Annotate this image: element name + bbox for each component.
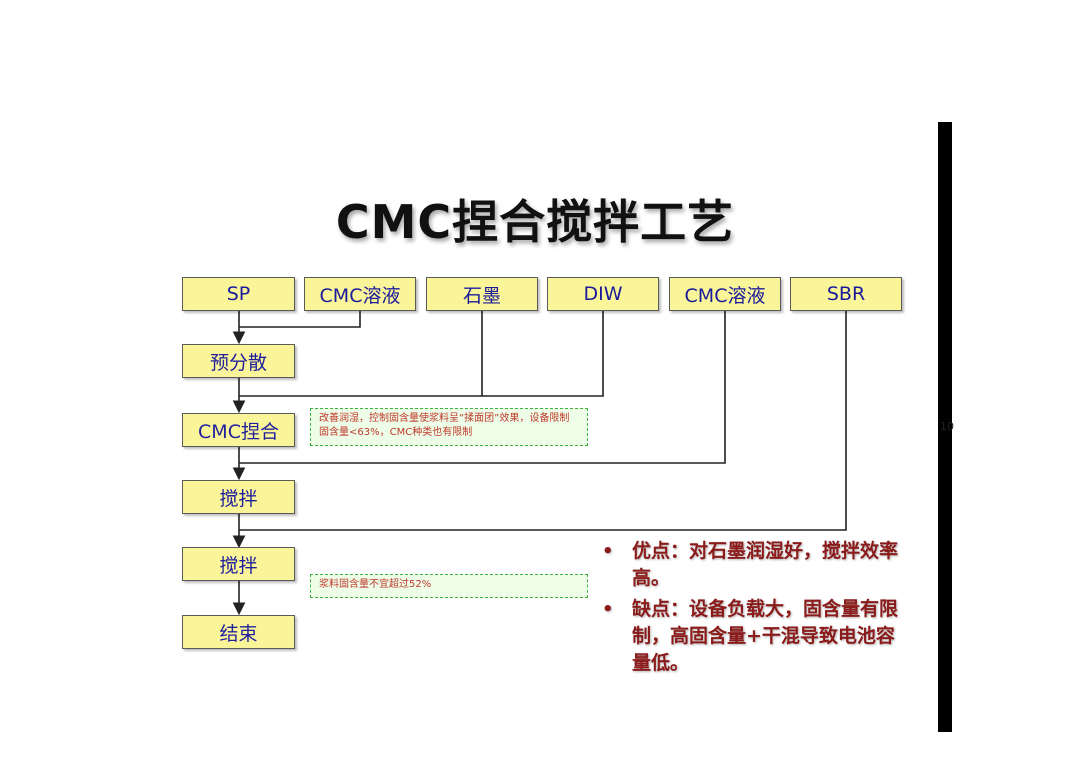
step-box-predisperse: 预分散 <box>182 344 295 378</box>
step-box-cmc-kneading: CMC捏合 <box>182 413 295 447</box>
slide-title: CMC捏合搅拌工艺 <box>335 195 735 249</box>
bullet-dot-icon: • <box>602 541 614 562</box>
input-box-sp: SP <box>182 277 295 311</box>
step-box-mix-1: 搅拌 <box>182 480 295 514</box>
solid-content-note: 浆料固含量不宜超过52% <box>310 574 588 598</box>
pros-text: 优点：对石墨润湿好，搅拌效率高。 <box>632 540 899 589</box>
input-box-sbr: SBR <box>790 277 902 311</box>
cons-text: 缺点：设备负载大，固含量有限制，高固含量+干混导致电池容量低。 <box>632 598 899 674</box>
slide-side-bar <box>938 122 952 732</box>
input-box-cmc-solution-2: CMC溶液 <box>669 277 781 311</box>
connector-cmc-solution-2 <box>239 311 726 464</box>
pros-cons-list: • 优点：对石墨润湿好，搅拌效率高。 • 缺点：设备负载大，固含量有限制，高固含… <box>602 538 902 681</box>
bullet-dot-icon: • <box>602 599 614 620</box>
step-box-mix-2: 搅拌 <box>182 547 295 581</box>
page-number: 10 <box>940 420 954 433</box>
input-box-graphite: 石墨 <box>426 277 538 311</box>
pros-bullet: • 优点：对石墨润湿好，搅拌效率高。 <box>602 538 902 592</box>
step-box-end: 结束 <box>182 615 295 649</box>
cons-bullet: • 缺点：设备负载大，固含量有限制，高固含量+干混导致电池容量低。 <box>602 596 902 677</box>
connector-diw <box>482 311 604 397</box>
input-box-diw: DIW <box>547 277 659 311</box>
connector-sbr <box>239 311 847 531</box>
input-box-cmc-solution-1: CMC溶液 <box>304 277 416 311</box>
kneading-note: 改善润湿，控制固含量使浆料呈“揉面团”效果，设备限制固含量<63%，CMC种类也… <box>310 408 588 446</box>
connector-cmc-solution-1 <box>239 311 361 328</box>
